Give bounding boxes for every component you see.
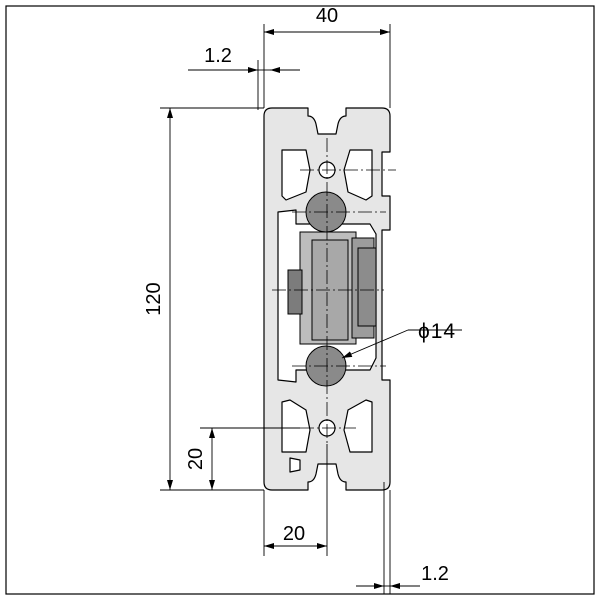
dim-20-horizontal-label: 20 — [283, 523, 305, 545]
nut — [357, 247, 377, 327]
upper-cavity — [281, 149, 311, 201]
dimension-labels: 40 1.2 120 20 20 1.2 ϕ14 — [143, 5, 456, 585]
center-lines — [272, 138, 396, 444]
lower-right-cavity — [343, 399, 373, 453]
dimension-lines — [160, 24, 462, 594]
upper-right-cavity — [343, 149, 373, 201]
drawing-frame — [5, 5, 595, 595]
dim-1-2-top-label: 1.2 — [204, 45, 232, 67]
lower-web — [289, 457, 301, 473]
dim-20-vertical-label: 20 — [185, 448, 207, 470]
dim-40-label: 40 — [316, 5, 338, 27]
lower-left-cavity — [281, 399, 311, 453]
bolt-head — [287, 269, 303, 315]
dim-120-label: 120 — [143, 282, 165, 315]
diameter-label: ϕ14 — [418, 320, 456, 343]
dim-1-2-bottom-label: 1.2 — [421, 563, 449, 585]
